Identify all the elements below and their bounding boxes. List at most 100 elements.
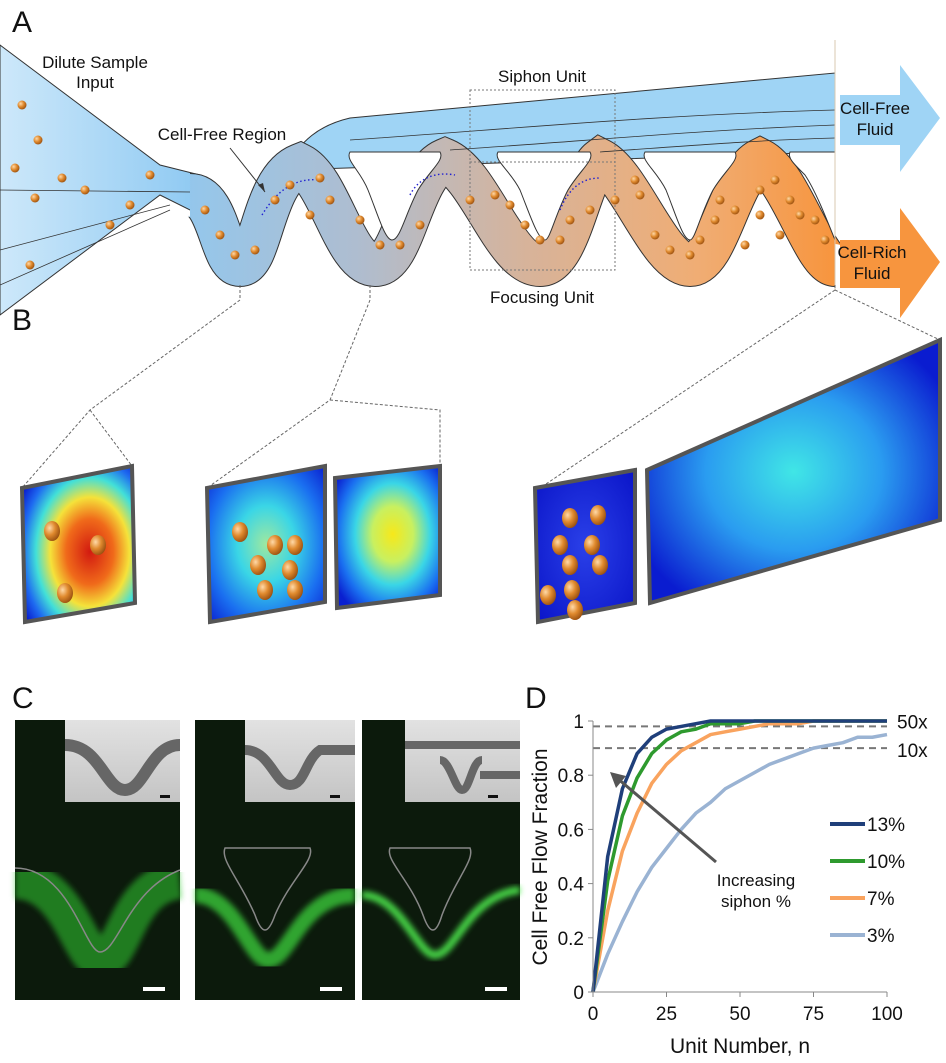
particle bbox=[285, 180, 295, 190]
panel-label-d: D bbox=[525, 682, 547, 715]
x-tick-label: 50 bbox=[729, 1004, 750, 1025]
zoom-lines bbox=[21, 285, 941, 489]
particle bbox=[80, 185, 90, 195]
cell-particle bbox=[282, 560, 298, 580]
particle bbox=[315, 173, 325, 183]
island bbox=[788, 151, 836, 241]
particle bbox=[230, 250, 240, 260]
annotation-line1: Increasing bbox=[717, 871, 795, 890]
series-line-10% bbox=[591, 719, 887, 993]
input-label-line1: Dilute Sample bbox=[42, 53, 148, 72]
particle bbox=[715, 195, 725, 205]
particle bbox=[785, 195, 795, 205]
particle bbox=[630, 175, 640, 185]
legend-label-7%: 7% bbox=[867, 889, 895, 910]
cell-particle bbox=[567, 600, 583, 620]
particle bbox=[810, 215, 820, 225]
particle bbox=[33, 135, 43, 145]
particle bbox=[325, 195, 335, 205]
cell-particle bbox=[250, 555, 266, 575]
particle bbox=[30, 193, 40, 203]
particle bbox=[610, 195, 620, 205]
annotation-line2: siphon % bbox=[721, 892, 791, 911]
cross-section-2 bbox=[204, 463, 442, 625]
island bbox=[643, 151, 737, 241]
annotation-arrowhead bbox=[610, 772, 626, 788]
y-tick-label: 1 bbox=[573, 712, 584, 733]
y-tick-label: 0.6 bbox=[558, 820, 584, 841]
reference-label-50x: 50x bbox=[897, 712, 928, 733]
particle bbox=[25, 260, 35, 270]
micrograph-2 bbox=[194, 720, 356, 1000]
island bbox=[496, 151, 592, 241]
cell-free-region-label: Cell-Free Region bbox=[158, 125, 287, 144]
particle bbox=[685, 250, 695, 260]
particle bbox=[10, 163, 20, 173]
particle bbox=[535, 235, 545, 245]
cell-rich-out-line2: Fluid bbox=[854, 264, 891, 283]
cell-particle bbox=[232, 522, 248, 542]
cell-particle bbox=[57, 583, 73, 603]
particle bbox=[125, 200, 135, 210]
y-axis-label: Cell Free Flow Fraction bbox=[529, 748, 552, 965]
serpentine-fill bbox=[185, 135, 845, 287]
particle bbox=[250, 245, 260, 255]
particle bbox=[695, 235, 705, 245]
particle bbox=[395, 240, 405, 250]
particle bbox=[215, 230, 225, 240]
cell-particle bbox=[287, 580, 303, 600]
panel-label-c: C bbox=[12, 682, 34, 715]
particle bbox=[57, 173, 67, 183]
siphon-unit-label: Siphon Unit bbox=[498, 67, 586, 86]
x-axis-label: Unit Number, n bbox=[670, 1035, 810, 1058]
focusing-unit-box bbox=[469, 161, 616, 271]
cell-particle bbox=[552, 535, 568, 555]
panel-label-b: B bbox=[12, 304, 32, 337]
particle bbox=[355, 215, 365, 225]
particle bbox=[665, 245, 675, 255]
particle bbox=[105, 220, 115, 230]
legend-label-10%: 10% bbox=[867, 852, 905, 873]
particle bbox=[305, 210, 315, 220]
cell-particle bbox=[592, 555, 608, 575]
legend-label-3%: 3% bbox=[867, 926, 895, 947]
cell-particle bbox=[257, 580, 273, 600]
cell-free-arrow: Cell-Free Fluid bbox=[840, 65, 940, 172]
legend-label-13%: 13% bbox=[867, 815, 905, 836]
annotation-arrow bbox=[616, 776, 717, 864]
y-tick-label: 0.2 bbox=[558, 929, 584, 950]
particle bbox=[755, 185, 765, 195]
y-tick-label: 0.8 bbox=[558, 766, 584, 787]
reference-label-10x: 10x bbox=[897, 741, 928, 762]
x-tick-label: 25 bbox=[656, 1004, 677, 1025]
particle bbox=[820, 235, 830, 245]
cell-particle bbox=[540, 585, 556, 605]
cell-particle bbox=[267, 535, 283, 555]
x-tick-label: 100 bbox=[871, 1004, 903, 1025]
series-line-7% bbox=[591, 719, 887, 993]
particle bbox=[490, 190, 500, 200]
cell-particle bbox=[562, 508, 578, 528]
island bbox=[348, 151, 442, 241]
particle bbox=[17, 100, 27, 110]
series-line-13% bbox=[591, 719, 887, 993]
particle bbox=[555, 235, 565, 245]
cell-particle bbox=[287, 535, 303, 555]
focusing-unit-label: Focusing Unit bbox=[490, 288, 594, 307]
particle bbox=[145, 170, 155, 180]
micrograph-3 bbox=[361, 720, 521, 1000]
particle bbox=[795, 210, 805, 220]
cell-free-out-line1: Cell-Free bbox=[840, 99, 910, 118]
particles bbox=[10, 100, 830, 270]
panel-label-a: A bbox=[12, 6, 32, 39]
cross-section-particles bbox=[44, 505, 608, 620]
series-line-3% bbox=[591, 732, 888, 993]
cell-free-out-line2: Fluid bbox=[857, 120, 894, 139]
cell-rich-arrow: Cell-Rich Fluid bbox=[838, 208, 940, 318]
particle bbox=[585, 205, 595, 215]
particle bbox=[200, 205, 210, 215]
micrograph-1 bbox=[13, 720, 184, 1000]
x-tick-label: 75 bbox=[803, 1004, 824, 1025]
particle bbox=[465, 195, 475, 205]
